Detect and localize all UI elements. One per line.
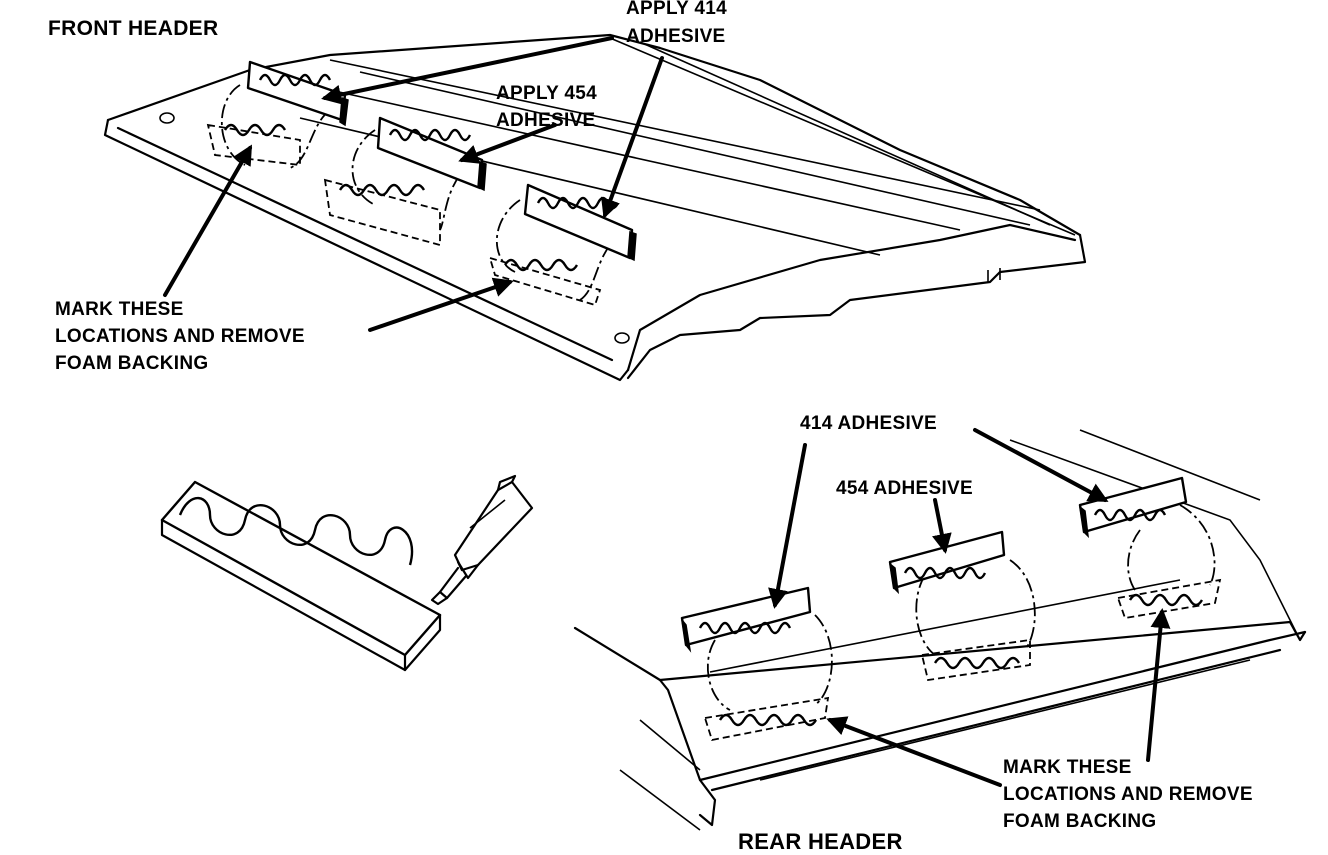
front-header-panel: [103, 33, 1087, 382]
rear-header-panel: [573, 429, 1307, 831]
front-mark-locations-label: MARK THESE LOCATIONS AND REMOVE FOAM BAC…: [55, 299, 305, 374]
rear-414-adhesive-label: 414 ADHESIVE: [800, 413, 938, 434]
rear-454-adhesive-label: 454 ADHESIVE: [836, 478, 974, 499]
rear-header-title: REAR HEADER: [738, 829, 903, 854]
rear-pad-414-left: [680, 586, 833, 742]
front-pad-454-middle: [323, 116, 487, 247]
front-header-title: FRONT HEADER: [48, 17, 219, 40]
front-apply-414-label: APPLY 414 ADHESIVE: [626, 0, 727, 47]
front-arrows: [163, 36, 664, 332]
front-pad-414-right: [488, 183, 637, 307]
rear-mark-locations-label: MARK THESE LOCATIONS AND REMOVE FOAM BAC…: [1003, 757, 1253, 832]
rear-arrows: [768, 428, 1171, 787]
rear-pad-454-middle: [888, 530, 1036, 682]
rear-pad-414-right: [1078, 476, 1222, 620]
adhesive-strip-icon: [160, 480, 442, 672]
adhesive-tube-icon: [430, 474, 534, 606]
front-apply-454-label: APPLY 454 ADHESIVE: [496, 83, 597, 131]
